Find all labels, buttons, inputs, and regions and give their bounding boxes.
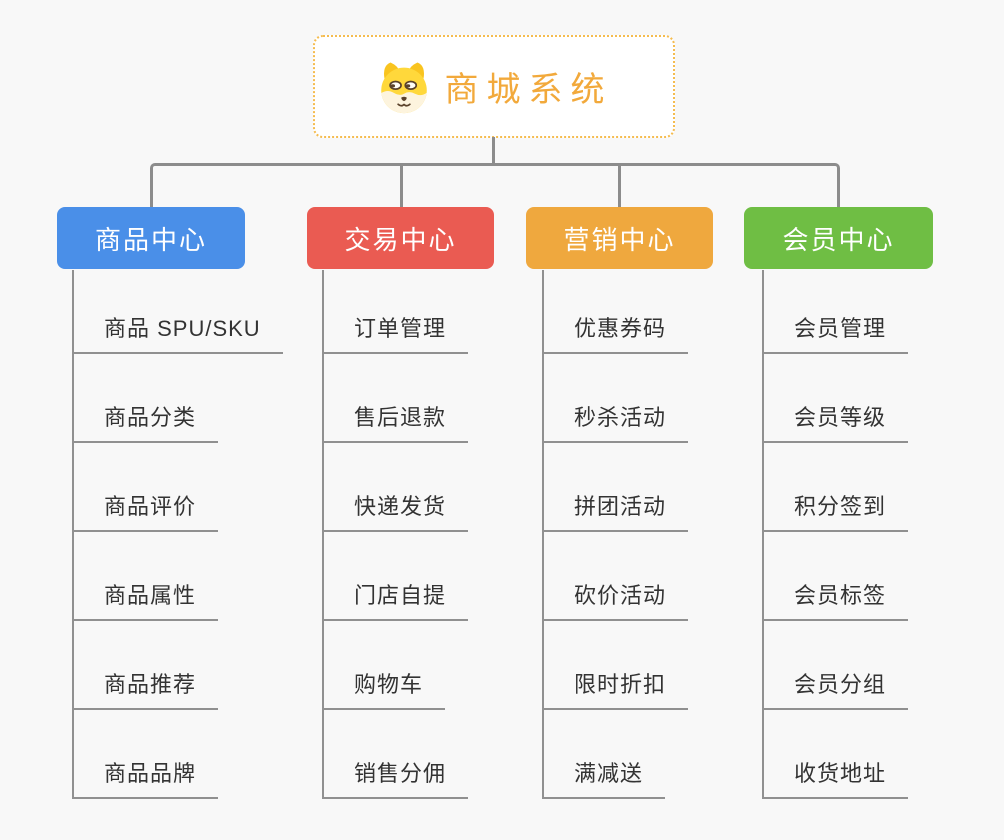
leaf-item[interactable]: 售后退款 (324, 400, 469, 443)
leaf-column-trade: 订单管理 售后退款 快递发货 门店自提 购物车 销售分佣 (322, 270, 469, 799)
leaf-item[interactable]: 订单管理 (324, 311, 469, 354)
leaf-item[interactable]: 收货地址 (764, 756, 909, 799)
leaf-item[interactable]: 积分签到 (764, 489, 909, 532)
leaf-item[interactable]: 商品评价 (74, 489, 219, 532)
leaf-item[interactable]: 商品 SPU/SKU (74, 311, 283, 354)
leaf-column-marketing: 优惠券码 秒杀活动 拼团活动 砍价活动 限时折扣 满减送 (542, 270, 689, 799)
leaf-item[interactable]: 拼团活动 (544, 489, 689, 532)
branch-node-member-center[interactable]: 会员中心 (744, 207, 933, 269)
leaf-item[interactable]: 限时折扣 (544, 667, 689, 710)
branch-node-marketing-center[interactable]: 营销中心 (526, 207, 713, 269)
leaf-item[interactable]: 会员等级 (764, 400, 909, 443)
leaf-item[interactable]: 商品分类 (74, 400, 219, 443)
root-node[interactable]: 商城系统 (313, 35, 675, 138)
root-connector-stem (492, 137, 495, 165)
leaf-item[interactable]: 满减送 (544, 756, 666, 799)
leaf-item[interactable]: 会员管理 (764, 311, 909, 354)
leaf-item[interactable]: 快递发货 (324, 489, 469, 532)
leaf-item[interactable]: 商品推荐 (74, 667, 219, 710)
branch-connector-drop (400, 165, 403, 208)
leaf-item[interactable]: 秒杀活动 (544, 400, 689, 443)
leaf-item[interactable]: 商品属性 (74, 578, 219, 621)
branch-node-trade-center[interactable]: 交易中心 (307, 207, 494, 269)
branch-node-product-center[interactable]: 商品中心 (57, 207, 245, 269)
leaf-item[interactable]: 会员分组 (764, 667, 909, 710)
branch-connector-bracket (150, 163, 840, 208)
leaf-column-member: 会员管理 会员等级 积分签到 会员标签 会员分组 收货地址 (762, 270, 909, 799)
leaf-item[interactable]: 砍价活动 (544, 578, 689, 621)
dog-face-icon (380, 62, 427, 113)
leaf-item[interactable]: 销售分佣 (324, 756, 469, 799)
root-title: 商城系统 (444, 71, 613, 109)
branch-connector-drop (618, 165, 621, 208)
leaf-item[interactable]: 门店自提 (324, 578, 469, 621)
leaf-column-product: 商品 SPU/SKU 商品分类 商品评价 商品属性 商品推荐 商品品牌 (72, 270, 283, 799)
leaf-item[interactable]: 购物车 (324, 667, 446, 710)
leaf-item[interactable]: 优惠券码 (544, 311, 689, 354)
leaf-item[interactable]: 会员标签 (764, 578, 909, 621)
leaf-item[interactable]: 商品品牌 (74, 756, 219, 799)
